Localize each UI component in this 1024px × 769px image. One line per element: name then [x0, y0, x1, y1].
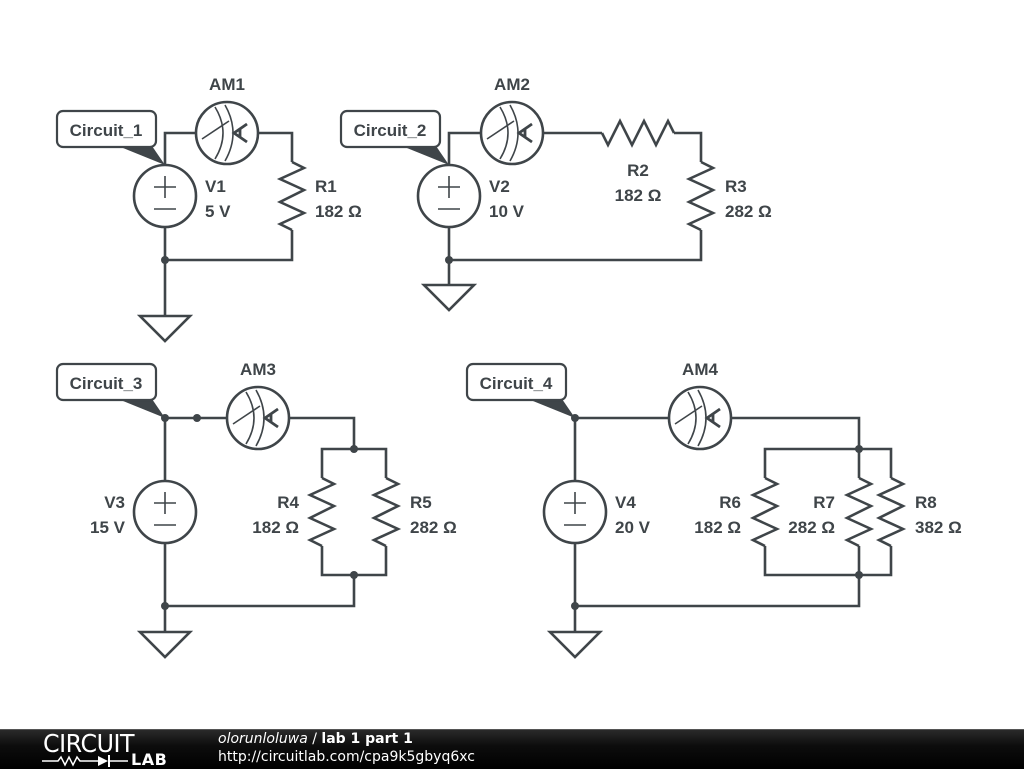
- source-name: V1: [205, 177, 226, 196]
- wire: [165, 575, 356, 608]
- wire: [674, 131, 703, 162]
- resistor-name: R2: [627, 161, 649, 180]
- resistor-name: R3: [725, 177, 747, 196]
- resistor-value: 182 Ω: [252, 518, 299, 537]
- logo-text-circuit: CIRCUIT: [43, 729, 135, 758]
- source-name: V2: [489, 177, 510, 196]
- resistor-r3[interactable]: [687, 160, 715, 232]
- resistor-name: R8: [915, 493, 937, 512]
- resistor-name: R7: [813, 493, 835, 512]
- author-name[interactable]: olorunloluwa: [218, 731, 308, 747]
- circuit-title-line: olorunloluwa / lab 1 part 1: [218, 731, 413, 747]
- junction-dot: [445, 256, 453, 264]
- wire: [731, 416, 861, 449]
- resistor-name: R4: [277, 493, 299, 512]
- resistor-r4[interactable]: [308, 476, 336, 548]
- junction-dot: [161, 256, 169, 264]
- circuit-2: AM2 V2 10 V R2 182 Ω R3 282 Ω Circuit_2: [339, 75, 772, 312]
- resistor-r2[interactable]: [600, 119, 676, 147]
- wire: [320, 447, 388, 478]
- ground-icon[interactable]: [422, 283, 476, 312]
- circuit-url[interactable]: http://circuitlab.com/cpa9k5gbyq6xc: [218, 749, 475, 765]
- circuit-1: AM1 V1 5 V R1 182 Ω Circuit_1: [55, 75, 362, 343]
- ammeter-label: AM1: [209, 75, 245, 94]
- source-value: 5 V: [205, 202, 231, 221]
- wire: [163, 131, 196, 165]
- voltage-source-v2[interactable]: [416, 163, 482, 229]
- net-label-circuit-1[interactable]: Circuit_1: [55, 109, 165, 165]
- circuitlab-logo[interactable]: CIRCUIT LAB: [40, 729, 180, 769]
- schematic-canvas[interactable]: AM1 V1 5 V R1 182 Ω Circuit_1 AM2 V2 10 …: [0, 0, 1024, 729]
- junction-dot: [571, 602, 579, 610]
- ammeter-am1[interactable]: [194, 100, 260, 166]
- wire: [258, 131, 294, 162]
- source-value: 15 V: [90, 518, 126, 537]
- resistor-r5[interactable]: [372, 476, 400, 548]
- ground-icon[interactable]: [138, 630, 192, 659]
- ammeter-label: AM2: [494, 75, 530, 94]
- ammeter-am3[interactable]: [225, 385, 291, 451]
- resistor-r8[interactable]: [877, 476, 905, 548]
- resistor-name: R6: [719, 493, 741, 512]
- net-label-circuit-3[interactable]: Circuit_3: [55, 362, 165, 418]
- resistor-value: 382 Ω: [915, 518, 962, 537]
- wire: [320, 546, 388, 577]
- resistor-name: R5: [410, 493, 432, 512]
- ammeter-label: AM4: [682, 360, 718, 379]
- ammeter-label: AM3: [240, 360, 276, 379]
- net-label-circuit-4[interactable]: Circuit_4: [465, 362, 575, 418]
- circuit-title[interactable]: lab 1 part 1: [321, 731, 413, 747]
- junction-dot: [350, 445, 358, 453]
- net-label-text: Circuit_4: [480, 374, 553, 393]
- ammeter-am2[interactable]: [479, 100, 545, 166]
- source-value: 10 V: [489, 202, 525, 221]
- resistor-value: 182 Ω: [315, 202, 362, 221]
- resistor-value: 282 Ω: [410, 518, 457, 537]
- wire: [447, 227, 703, 262]
- ammeter-am4[interactable]: [667, 385, 733, 451]
- junction-dot: [855, 571, 863, 579]
- wire: [763, 546, 893, 577]
- resistor-r6[interactable]: [751, 476, 779, 548]
- wire: [289, 416, 356, 449]
- wire: [447, 131, 481, 165]
- junction-dot: [161, 602, 169, 610]
- voltage-source-v4[interactable]: [542, 479, 608, 545]
- ground-icon[interactable]: [138, 314, 192, 343]
- voltage-source-v1[interactable]: [132, 163, 198, 229]
- resistor-value: 182 Ω: [615, 186, 662, 205]
- net-label-text: Circuit_1: [70, 121, 143, 140]
- circuit-4: AM4 V4 20 V R6 182 Ω R7 282 Ω R8 382 Ω C…: [465, 360, 962, 659]
- net-label-circuit-2[interactable]: Circuit_2: [339, 109, 449, 165]
- title-separator: /: [307, 731, 322, 747]
- resistor-r7[interactable]: [845, 476, 873, 548]
- source-value: 20 V: [615, 518, 651, 537]
- junction-dot: [193, 414, 201, 422]
- resistor-value: 182 Ω: [694, 518, 741, 537]
- wire: [575, 546, 861, 608]
- ground-icon[interactable]: [548, 630, 602, 659]
- resistor-diode-icon: [42, 755, 128, 767]
- net-label-text: Circuit_2: [354, 121, 427, 140]
- logo-text-lab: LAB: [131, 750, 168, 769]
- junction-dot: [855, 445, 863, 453]
- resistor-r1[interactable]: [278, 160, 306, 232]
- voltage-source-v3[interactable]: [132, 479, 198, 545]
- net-label-text: Circuit_3: [70, 374, 143, 393]
- circuit-3: AM3 V3 15 V R4 182 Ω R5 282 Ω Circuit_3: [55, 360, 457, 659]
- wire: [763, 447, 893, 478]
- source-name: V4: [615, 493, 636, 512]
- source-name: V3: [104, 493, 125, 512]
- junction-dot: [350, 571, 358, 579]
- wire: [163, 227, 294, 262]
- footer-bar: CIRCUIT LAB olorunloluwa / lab 1 part 1 …: [0, 729, 1024, 769]
- resistor-value: 282 Ω: [788, 518, 835, 537]
- resistor-name: R1: [315, 177, 337, 196]
- resistor-value: 282 Ω: [725, 202, 772, 221]
